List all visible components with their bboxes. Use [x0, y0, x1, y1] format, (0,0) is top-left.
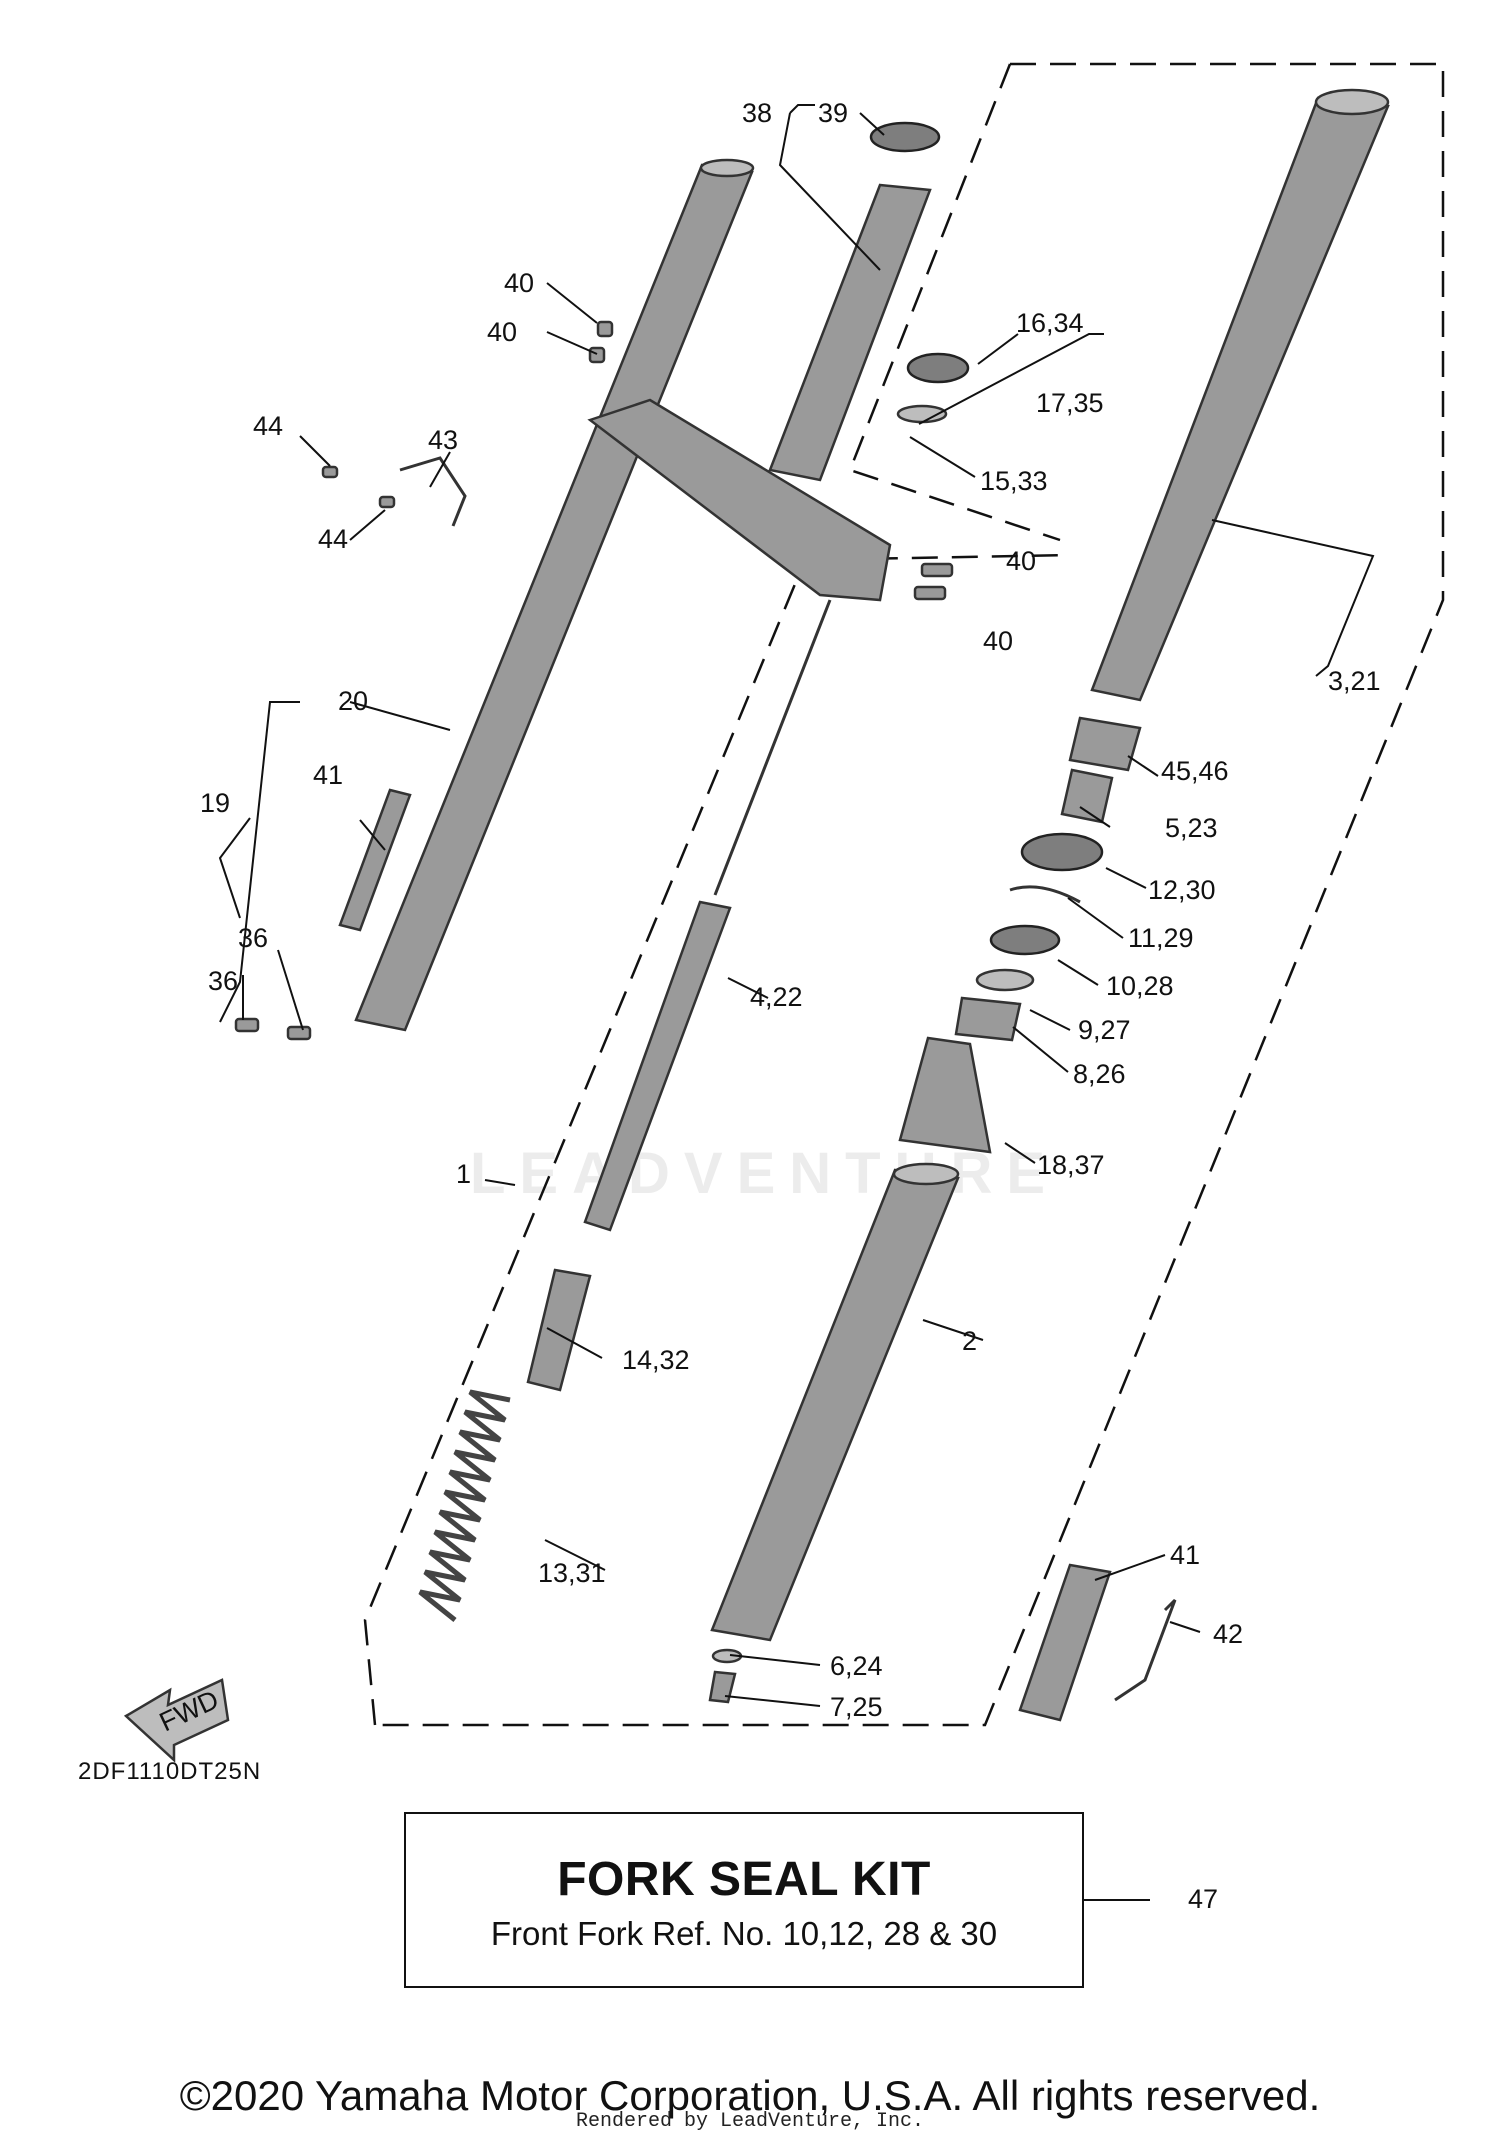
callout-42: 42: [1213, 1619, 1243, 1649]
bolt-44a: [321, 465, 339, 479]
callout-5-23: 5,23: [1165, 813, 1218, 843]
callout-14-32: 14,32: [622, 1345, 690, 1375]
callout-18-37: 18,37: [1037, 1150, 1105, 1180]
callout-4-22: 4,22: [750, 982, 803, 1012]
drawing-code: 2DF1110DT25N: [78, 1758, 262, 1785]
bracket-43: [399, 456, 467, 527]
cap-bolt-16: [906, 352, 970, 384]
copyright-notice: ©2020 Yamaha Motor Corporation, U.S.A. A…: [179, 2072, 1321, 2119]
reflector-right: [1018, 1563, 1112, 1722]
callout-40b: 40: [487, 317, 517, 347]
group-outline-left: [363, 553, 1071, 1726]
handlebar-tube: [768, 183, 932, 482]
leader-lines: [218, 104, 1375, 1707]
callout-40d: 40: [983, 626, 1013, 656]
fork-seal-kit-box: FORK SEAL KIT Front Fork Ref. No. 10,12,…: [404, 1812, 1084, 1988]
callout-40a: 40: [504, 268, 534, 298]
slide-bushing: [1068, 716, 1142, 772]
callout-40c: 40: [1006, 546, 1036, 576]
callout-2: 2: [962, 1326, 977, 1356]
oil-seal: [1020, 832, 1104, 872]
callout-15-33: 15,33: [980, 466, 1048, 496]
bolt-bottom: [708, 1670, 737, 1704]
kit-title: FORK SEAL KIT: [557, 1853, 931, 1906]
callout-36a: 36: [238, 923, 268, 953]
callout-38: 38: [742, 98, 772, 128]
callout-43: 43: [428, 425, 458, 455]
bolt-40d: [913, 585, 947, 601]
kit-subtitle: Front Fork Ref. No. 10,12, 28 & 30: [490, 1915, 998, 1952]
callout-9-27: 9,27: [1078, 1015, 1131, 1045]
collar: [954, 996, 1022, 1042]
callout-19: 19: [200, 788, 230, 818]
callout-45-46: 45,46: [1161, 756, 1229, 786]
fork-spring: [418, 1389, 511, 1622]
callout-1: 1: [456, 1159, 471, 1189]
rebound-spring-seat: [526, 1268, 592, 1392]
bolt-40a: [596, 320, 614, 338]
callout-13-31: 13,31: [538, 1558, 606, 1588]
callout-11-29: 11,29: [1128, 923, 1194, 953]
callout-3-21: 3,21: [1328, 666, 1381, 696]
callout-20: 20: [338, 686, 368, 716]
inner-tube-lower: [710, 1162, 960, 1642]
callout-44a: 44: [253, 411, 283, 441]
group-outline-right: [375, 62, 1445, 1727]
bolt-36b: [286, 1025, 312, 1041]
damper-cylinder: [583, 900, 732, 1232]
kit-ref-number: 47: [1188, 1884, 1219, 1914]
callout-7-25: 7,25: [830, 1692, 883, 1722]
cover: [898, 1036, 992, 1154]
callout-41a: 41: [313, 760, 343, 790]
callout-39: 39: [818, 98, 848, 128]
group-outline-top: [848, 63, 1061, 542]
bolt-36a: [234, 1017, 260, 1033]
washer: [975, 968, 1035, 992]
reflector-bracket: [1114, 1598, 1177, 1702]
callout-17-35: 17,35: [1036, 388, 1104, 418]
outer-tube-left: [354, 158, 755, 1032]
callout-12-30: 12,30: [1148, 875, 1216, 905]
kit-leader-line: [1084, 1899, 1150, 1901]
reflector-left: [338, 788, 412, 932]
callout-16-34: 16,34: [1016, 308, 1084, 338]
bolt-40c: [920, 562, 954, 578]
callout-8-26: 8,26: [1073, 1059, 1126, 1089]
guide-bushing: [1060, 768, 1114, 824]
rendered-by-notice: Rendered by LeadVenture, Inc.: [575, 2110, 925, 2133]
damper-rod: [713, 599, 832, 896]
callout-10-28: 10,28: [1106, 971, 1174, 1001]
outer-tube: [1090, 88, 1390, 702]
bolt-40b: [588, 346, 606, 364]
callout-41b: 41: [1170, 1540, 1200, 1570]
bracket-body: [587, 398, 892, 602]
callout-36b: 36: [208, 966, 238, 996]
callout-44b: 44: [318, 524, 348, 554]
forward-arrow-icon: FWD: [123, 1678, 230, 1763]
dust-seal: [989, 924, 1061, 956]
callout-6-24: 6,24: [830, 1651, 883, 1681]
oil-seal-clip: [1009, 885, 1081, 904]
cap-39: [869, 121, 941, 153]
bolt-44b: [378, 495, 396, 509]
